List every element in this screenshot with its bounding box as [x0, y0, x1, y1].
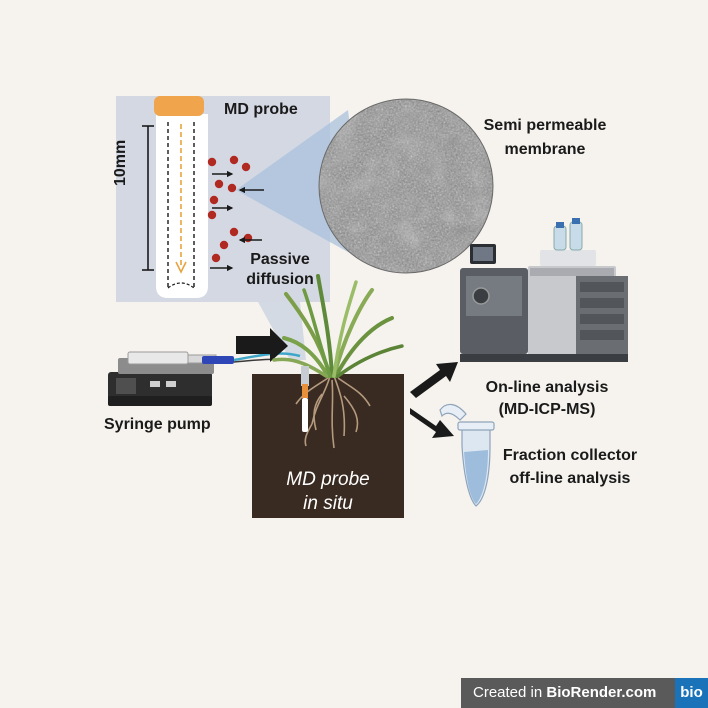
footer-text: Created in BioRender.com: [473, 684, 656, 701]
md-probe-insitu-label: MD probe in situ: [252, 468, 404, 516]
online-line-2: (MD-ICP-MS): [498, 401, 596, 418]
md-probe-tube: [154, 96, 208, 298]
soil-block: [252, 374, 404, 518]
fraction-collector-label: Fraction collector off-line analysis: [490, 444, 650, 490]
flow-arrow-down: [175, 261, 187, 274]
syringe-pump-label: Syringe pump: [104, 416, 211, 433]
plant-roots: [295, 375, 371, 449]
footer-prefix: Created in: [473, 684, 547, 701]
membrane-line-1: Semi permeable: [483, 117, 607, 134]
grass-plant: [272, 274, 404, 378]
passive-line-1: Passive: [250, 251, 310, 268]
fraction-collector-tube: [439, 403, 495, 507]
membrane-line-2: membrane: [504, 141, 586, 158]
passive-line-2: diffusion: [246, 271, 314, 288]
syringe-plunger: [202, 356, 234, 364]
md-probe-title: MD probe: [224, 101, 298, 118]
probe-in-soil: [301, 366, 309, 432]
syringe-barrel: [127, 351, 189, 365]
footer-brand: BioRender.com: [546, 684, 657, 701]
membrane-label: Semi permeable membrane: [460, 114, 630, 162]
biorender-footer[interactable]: Created in BioRender.com bio: [461, 678, 708, 708]
scale-label: 10mm: [112, 139, 129, 186]
insitu-line-1: MD probe: [286, 469, 370, 490]
input-arrow: [236, 328, 288, 362]
fraction-line-1: Fraction collector: [502, 447, 638, 464]
scale-bar: [142, 125, 154, 271]
biorender-logo-icon[interactable]: bio: [675, 678, 708, 708]
icp-ms-instrument: [460, 218, 628, 362]
syringe-pump: [108, 351, 303, 406]
diffusion-arrows: [210, 170, 264, 272]
insitu-line-2: in situ: [303, 493, 353, 514]
membrane-micrograph: [318, 98, 494, 274]
analyte-particles: [207, 155, 253, 263]
fraction-line-2: off-line analysis: [509, 470, 631, 487]
online-line-1: On-line analysis: [485, 379, 609, 396]
online-analysis-label: On-line analysis (MD-ICP-MS): [472, 377, 622, 421]
passive-diffusion-label: Passive diffusion: [238, 250, 322, 290]
zoom-cone-lower: [258, 302, 306, 360]
output-arrows: [410, 362, 458, 438]
tubing: [233, 352, 301, 362]
probe-tip-cap: [154, 96, 204, 116]
